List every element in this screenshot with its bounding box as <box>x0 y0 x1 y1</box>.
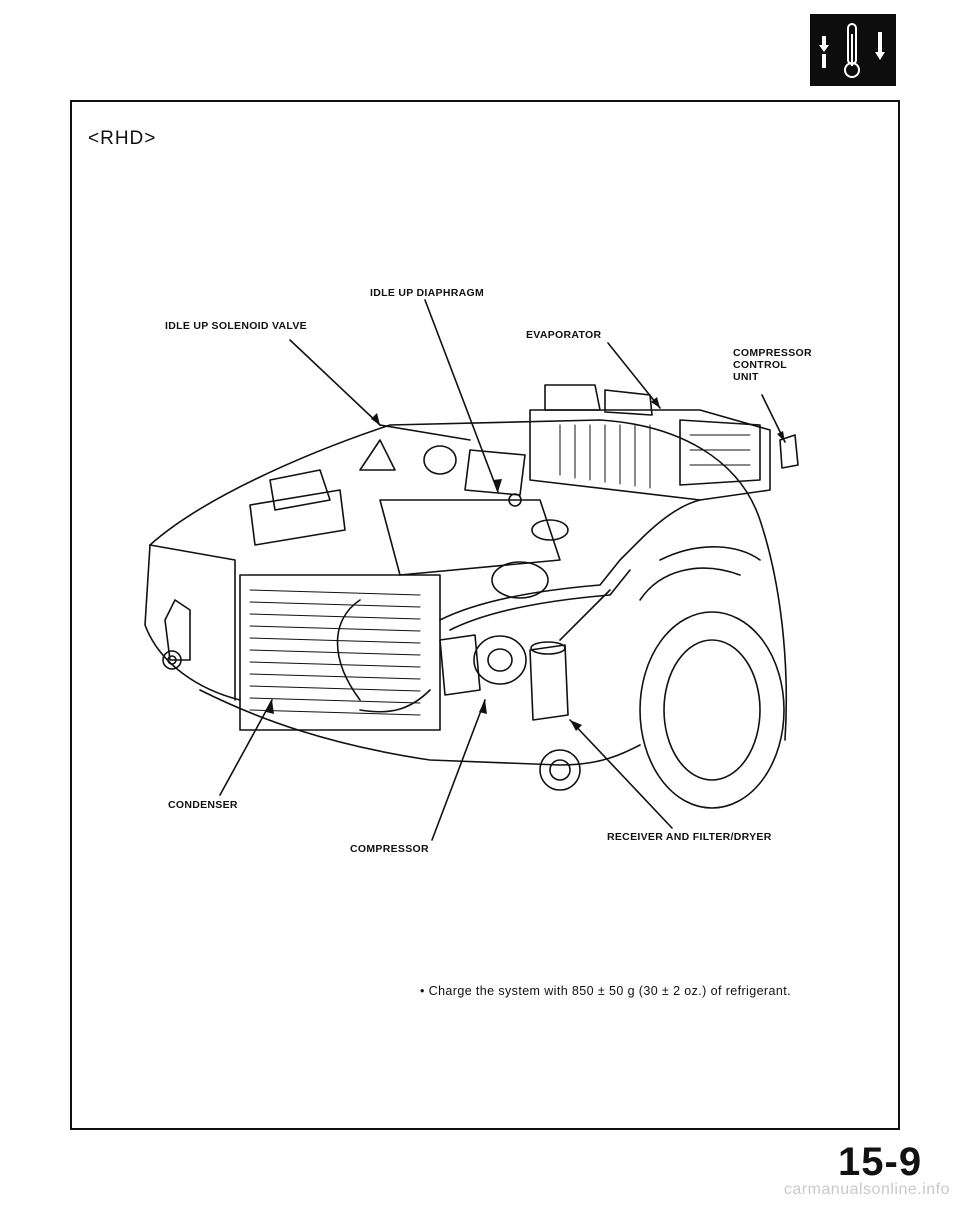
content-frame <box>70 100 900 1130</box>
label-receiver-filter-dryer: RECEIVER AND FILTER/DRYER <box>607 831 772 843</box>
watermark: carmanualsonline.info <box>783 1181 950 1198</box>
label-evaporator: EVAPORATOR <box>526 329 602 341</box>
refrigerant-charge-note: • Charge the system with 850 ± 50 g (30 … <box>420 984 791 998</box>
label-condenser: CONDENSER <box>168 799 238 811</box>
label-compressor: COMPRESSOR <box>350 843 429 855</box>
label-compressor-control-unit: COMPRESSOR CONTROL UNIT <box>733 347 812 383</box>
variant-label: <RHD> <box>88 128 157 149</box>
page-number: 15-9 <box>838 1140 923 1184</box>
label-idle-up-diaphragm: IDLE UP DIAPHRAGM <box>370 287 484 299</box>
air-conditioning-thermometer-icon <box>810 14 896 86</box>
label-idle-up-solenoid-valve: IDLE UP SOLENOID VALVE <box>165 320 307 332</box>
